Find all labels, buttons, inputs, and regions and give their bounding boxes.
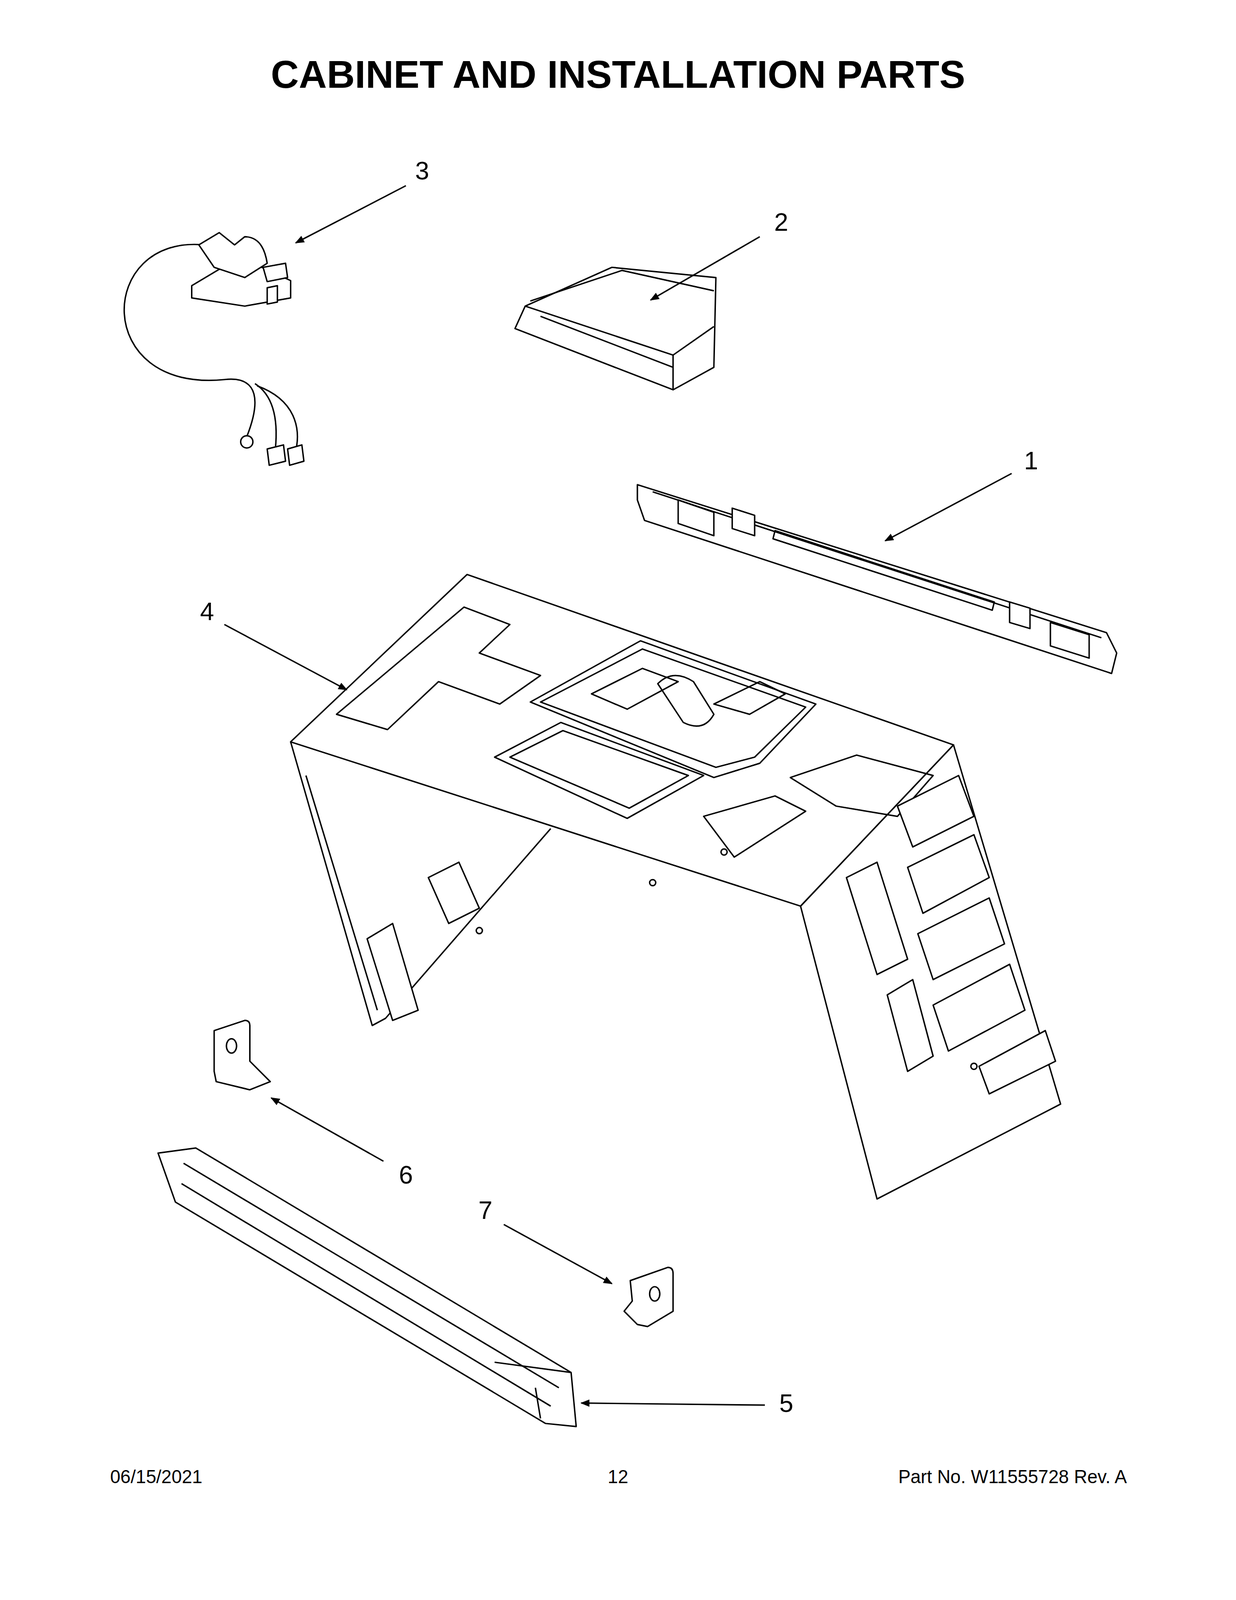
vent-grille bbox=[158, 1147, 577, 1427]
mounting-bracket bbox=[624, 1267, 674, 1327]
cabinet bbox=[290, 574, 1061, 1199]
mounting-bracket bbox=[214, 1020, 271, 1090]
callout-number: 5 bbox=[779, 1389, 794, 1417]
leader-lines bbox=[224, 185, 1012, 1405]
callout-number: 7 bbox=[478, 1196, 493, 1225]
callout-number: 2 bbox=[774, 208, 789, 237]
page-number: 12 bbox=[607, 1466, 629, 1488]
grease-filter-housing bbox=[515, 267, 716, 390]
footer-date: 06/15/2021 bbox=[110, 1466, 203, 1488]
part-number: Part No. W11555728 Rev. A bbox=[898, 1466, 1127, 1488]
callout-number: 4 bbox=[200, 598, 215, 626]
power-cord bbox=[124, 232, 304, 466]
page-title: CABINET AND INSTALLATION PARTS bbox=[270, 53, 966, 96]
callout-number: 3 bbox=[415, 157, 430, 186]
callout-number: 1 bbox=[1024, 446, 1039, 475]
callout-number: 6 bbox=[398, 1160, 413, 1189]
mounting-rail bbox=[637, 484, 1117, 674]
